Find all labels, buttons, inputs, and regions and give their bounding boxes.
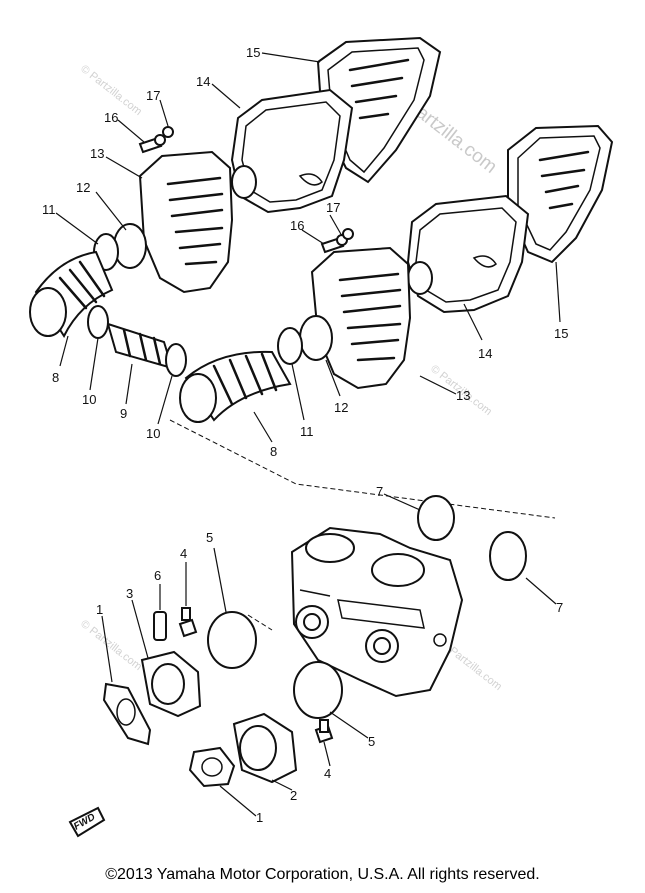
callout-12-upper: 12: [76, 180, 90, 195]
joint-ring-12-right: [299, 315, 333, 361]
joint-9: [106, 322, 174, 370]
clamp-7-lower: [489, 531, 527, 581]
callout-17-lower: 17: [326, 200, 340, 215]
bolt-16-left: [138, 134, 166, 154]
callout-8-left: 8: [52, 370, 59, 385]
callout-11-lower: 11: [300, 424, 314, 439]
callout-13-upper: 13: [90, 146, 104, 161]
bolt-16-right: [320, 234, 348, 254]
callout-17-upper: 17: [146, 88, 160, 103]
callout-9: 9: [120, 406, 127, 421]
insulator-1-upper: [102, 682, 152, 746]
hose-clamp-10-right: [165, 343, 187, 377]
air-duct-8-left: [29, 250, 114, 339]
air-cleaner-housing-right: [310, 246, 412, 390]
callout-5-lower: 5: [368, 734, 375, 749]
joint-ring-12-left: [113, 223, 147, 269]
callout-1-lower: 1: [256, 810, 263, 825]
callout-14-upper: 14: [196, 74, 210, 89]
callout-3: 3: [126, 586, 133, 601]
watermark-left-bottom: © Partzilla.com: [78, 618, 144, 673]
callout-15-upper: 15: [246, 45, 260, 60]
callout-5-upper: 5: [206, 530, 213, 545]
air-filter-case-right: [406, 194, 530, 314]
clamp-5-upper: [207, 611, 257, 669]
reference-line-top: [169, 419, 556, 519]
hose-clamp-11-right: [277, 327, 303, 365]
hose-clamp-10-left: [87, 305, 109, 339]
plug-6: [153, 611, 167, 641]
callout-11-upper: 11: [42, 202, 56, 217]
washer-17-left: [162, 126, 174, 138]
clamp-5-lower: [293, 661, 343, 719]
callout-6: 6: [154, 568, 161, 583]
air-filter-element-right: [507, 124, 614, 264]
callout-16-upper: 16: [104, 110, 118, 125]
callout-16-lower: 16: [290, 218, 304, 233]
callout-12-lower: 12: [334, 400, 348, 415]
air-filter-element-left: [316, 36, 442, 184]
copyright-notice: ©2013 Yamaha Motor Corporation, U.S.A. A…: [105, 866, 540, 883]
washer-17-right: [342, 228, 354, 240]
clamp-7-upper: [417, 495, 455, 541]
air-filter-case-left: [230, 88, 354, 214]
callout-2: 2: [290, 788, 297, 803]
callout-14-lower: 14: [478, 346, 492, 361]
callout-numbers: 15 14 17 16 13 12 11 8 10 9 10 17 16 15 …: [42, 45, 568, 825]
screw-4-upper: [178, 607, 198, 638]
leader-lines: [55, 52, 561, 817]
carburetor-joint-3: [140, 650, 202, 718]
callout-4-lower: 4: [324, 766, 331, 781]
callout-1-upper: 1: [96, 602, 103, 617]
air-duct-8-right: [179, 350, 292, 423]
callout-7-lower: 7: [556, 600, 563, 615]
reference-line-left: [247, 614, 273, 631]
carburetor-joint-2: [232, 712, 298, 784]
callout-15-lower: 15: [554, 326, 568, 341]
insulator-1-lower: [188, 746, 236, 788]
air-cleaner-housing-left: [138, 150, 234, 294]
callout-10-left: 10: [82, 392, 96, 407]
callout-4-upper: 4: [180, 546, 187, 561]
fwd-arrow-icon: FWD: [68, 806, 106, 838]
carburetor-assembly: [290, 526, 464, 698]
callout-7-upper: 7: [376, 484, 383, 499]
screw-4-lower: [314, 719, 334, 744]
callout-13-lower: 13: [456, 388, 470, 403]
callout-10-right: 10: [146, 426, 160, 441]
callout-8-right: 8: [270, 444, 277, 459]
